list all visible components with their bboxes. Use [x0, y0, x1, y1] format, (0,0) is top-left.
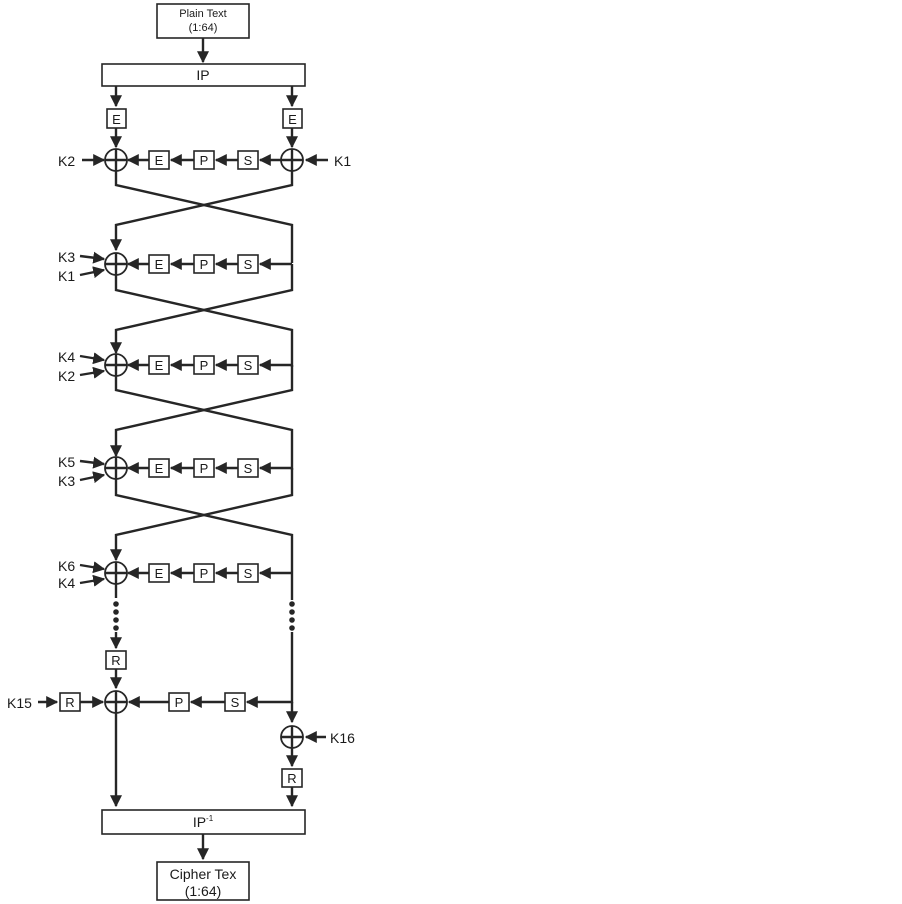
final-right-branch-to-s — [245, 632, 294, 708]
round-5: K6 K4 S P E — [58, 558, 292, 591]
round-2: K3 K1 S P E — [58, 249, 292, 284]
round-5-key-b-arrow — [79, 574, 106, 587]
round-5-s-label: S — [244, 566, 253, 581]
round-3-xor — [104, 353, 128, 377]
round-5-e-label: E — [155, 566, 164, 581]
round-1-e-label: E — [155, 153, 164, 168]
round-1-e-box: E — [148, 150, 170, 170]
round-4: K5 K3 S P E — [58, 454, 292, 489]
left-reduction-box: R — [105, 650, 127, 670]
left-expansion-label: E — [112, 112, 121, 127]
right-reduction-box: R — [281, 768, 303, 788]
round-2-xor — [104, 252, 128, 276]
round-3-key-a-arrow — [79, 352, 106, 365]
round-3-p-label: P — [200, 358, 209, 373]
ciphertext-block: Cipher Tex (1:64) — [156, 861, 250, 901]
inverse-permutation-block: IP-1 — [101, 809, 306, 835]
round-5-s-box: S — [237, 563, 259, 583]
round-4-p-label: P — [200, 461, 209, 476]
final-left-xor — [104, 690, 128, 714]
crossover-2 — [110, 264, 294, 367]
round-2-e-label: E — [155, 257, 164, 272]
left-reduction-label: R — [111, 653, 120, 668]
round-4-key-a-label: K5 — [58, 454, 75, 470]
final-right-round: K16 — [280, 725, 355, 749]
round-2-key-b-arrow — [79, 266, 106, 279]
final-left-round: K15 R S P — [7, 632, 294, 714]
crossover-4 — [110, 468, 294, 600]
round-3-s-box: S — [237, 355, 259, 375]
round-4-s-box: S — [237, 458, 259, 478]
round-1-s-box: S — [237, 150, 259, 170]
final-right-xor — [280, 725, 304, 749]
round-2-s-box: S — [237, 254, 259, 274]
round-3-key-a-label: K4 — [58, 349, 75, 365]
round-4-s-label: S — [244, 461, 253, 476]
round-3-key-b-label: K2 — [58, 368, 75, 384]
plaintext-block: Plain Text (1:64) — [156, 3, 250, 39]
round-1-left-xor — [104, 148, 128, 172]
final-p-label: P — [175, 695, 184, 710]
round-2-key-b-label: K1 — [58, 268, 75, 284]
left-continuation-dots — [113, 584, 119, 631]
round-3-s-label: S — [244, 358, 253, 373]
ciphertext-size-label: (1:64) — [185, 883, 222, 899]
round-2-s-label: S — [244, 257, 253, 272]
initial-permutation-block: IP — [101, 63, 306, 87]
right-continuation-dots — [289, 601, 295, 631]
round-3-key-b-arrow — [79, 366, 106, 379]
round-4-key-b-label: K3 — [58, 473, 75, 489]
round-4-e-label: E — [155, 461, 164, 476]
final-left-key-reduction-label: R — [65, 695, 74, 710]
round-2-p-box: P — [193, 254, 215, 274]
round-5-xor — [104, 561, 128, 585]
plaintext-label: Plain Text — [179, 8, 227, 20]
final-s-box: S — [224, 692, 246, 712]
round-5-p-box: P — [193, 563, 215, 583]
plaintext-size-label: (1:64) — [189, 22, 218, 34]
final-p-box: P — [168, 692, 190, 712]
left-expansion-box: E — [106, 108, 127, 129]
round-1-right-key-label: K1 — [334, 153, 351, 169]
round-5-key-a-label: K6 — [58, 558, 75, 574]
right-expansion-box: E — [282, 108, 303, 129]
round-1-p-box: P — [193, 150, 215, 170]
initial-permutation-label: IP — [196, 67, 209, 83]
round-1-s-label: S — [244, 153, 253, 168]
round-3-p-box: P — [193, 355, 215, 375]
final-left-key-label: K15 — [7, 695, 32, 711]
round-2-p-label: P — [200, 257, 209, 272]
final-left-key-reduction-box: R — [59, 692, 81, 712]
round-4-p-box: P — [193, 458, 215, 478]
crossover-1 — [110, 171, 294, 263]
round-2-e-box: E — [148, 254, 170, 274]
round-3-e-label: E — [155, 358, 164, 373]
round-4-e-box: E — [148, 458, 170, 478]
final-right-key-label: K16 — [330, 730, 355, 746]
round-5-p-label: P — [200, 566, 209, 581]
ciphertext-label: Cipher Tex — [170, 866, 237, 882]
round-2-key-a-arrow — [79, 251, 106, 264]
round-4-xor — [104, 456, 128, 480]
round-5-key-b-label: K4 — [58, 575, 75, 591]
round-1-left-key-label: K2 — [58, 153, 75, 169]
round-4-key-a-arrow — [79, 456, 106, 469]
round-5-key-a-arrow — [79, 561, 106, 574]
right-reduction-label: R — [287, 771, 296, 786]
round-1-p-label: P — [200, 153, 209, 168]
round-3: K4 K2 S P E — [58, 349, 292, 384]
right-expansion-label: E — [288, 112, 297, 127]
final-s-label: S — [231, 695, 240, 710]
round-1: K2 K1 S P E — [58, 148, 351, 172]
round-2-key-a-label: K3 — [58, 249, 75, 265]
inverse-permutation-label: IP-1 — [193, 814, 214, 830]
round-4-key-b-arrow — [79, 471, 106, 484]
crossover-3 — [110, 365, 294, 470]
round-5-e-box: E — [148, 563, 170, 583]
round-3-e-box: E — [148, 355, 170, 375]
round-1-right-xor — [280, 148, 304, 172]
